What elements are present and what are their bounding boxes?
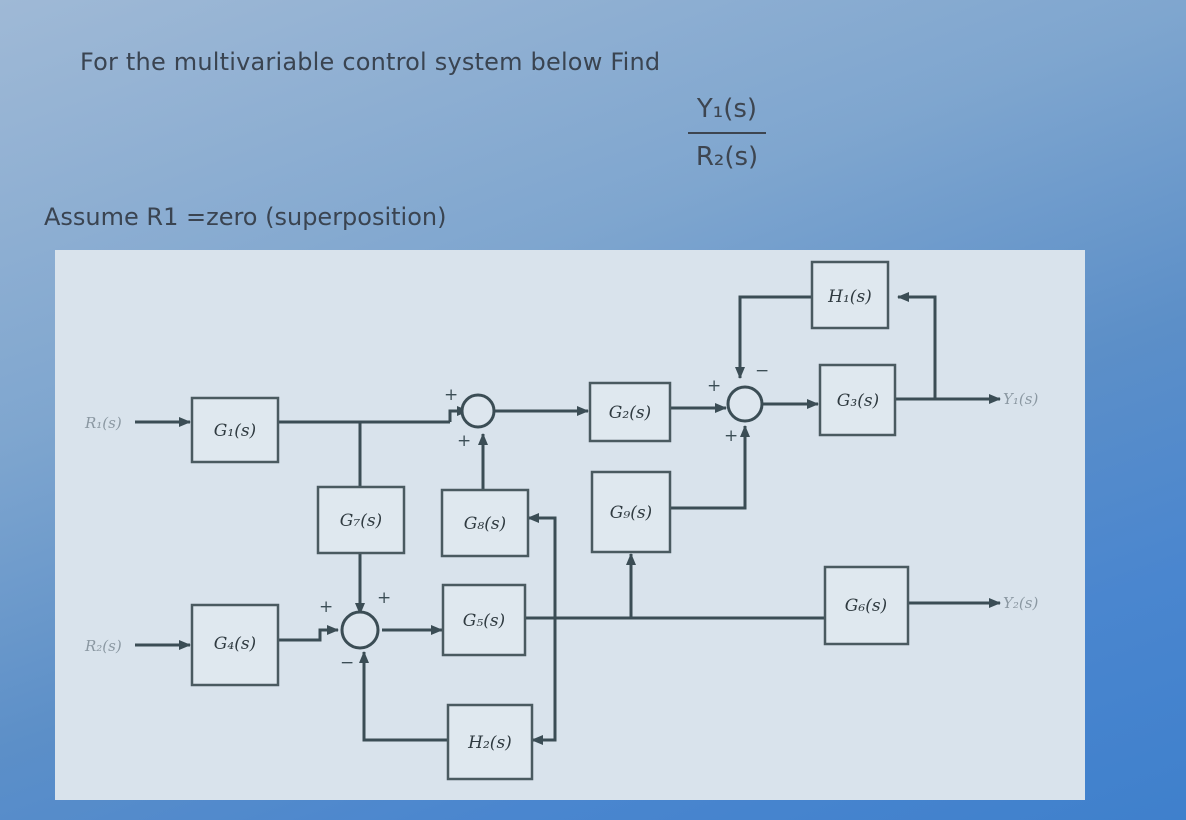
label-g7: G₇(s): [340, 511, 382, 531]
fraction-denominator: R₂(s): [695, 142, 759, 172]
label-y1: Y₁(s): [1003, 390, 1038, 408]
label-g6: G₆(s): [845, 596, 887, 616]
label-h1: H₁(s): [827, 287, 872, 307]
sign-s3-left: +: [319, 597, 333, 617]
label-h2: H₂(s): [467, 733, 512, 753]
block-g5: [441, 583, 527, 657]
sign-s1-left: +: [444, 385, 458, 405]
wire-y1-h1: [897, 292, 937, 399]
wire-g9-s2: [670, 425, 750, 510]
assumption-text: Assume R1 =zero (superposition): [44, 203, 447, 231]
block-g7: [316, 485, 406, 555]
sign-s3-bottom: −: [340, 653, 354, 673]
block-g6: [823, 565, 910, 646]
sign-s2-left: +: [707, 376, 721, 396]
label-g1: G₁(s): [214, 421, 256, 441]
label-r1: R₁(s): [84, 414, 122, 432]
wire-h1-s2: [735, 295, 812, 379]
block-g9: [590, 470, 672, 554]
block-g1: [190, 396, 280, 464]
sign-s2-bottom: +: [724, 426, 738, 446]
wire-g4-s3: [278, 625, 339, 642]
label-g5: G₅(s): [463, 611, 505, 631]
summing-junction-2: [726, 385, 764, 423]
block-g2: [588, 381, 672, 443]
block-g4: [190, 603, 280, 687]
block-g8: [440, 488, 530, 558]
block-h1: [810, 260, 890, 330]
label-y2: Y₂(s): [1003, 594, 1038, 612]
summing-junction-3: [340, 610, 380, 650]
fraction-bar: [688, 132, 766, 134]
label-r2: R₂(s): [84, 637, 122, 655]
label-g8: G₈(s): [464, 514, 506, 534]
wire-trunk-h2: [531, 618, 557, 745]
sign-s1-bottom: +: [457, 431, 471, 451]
wire-trunk-g8: [527, 513, 557, 620]
block-g3: [818, 363, 897, 437]
sign-s2-top: −: [755, 361, 769, 381]
fraction-numerator: Y₁(s): [696, 94, 758, 124]
label-g3: G₃(s): [837, 391, 879, 411]
label-g9: G₉(s): [610, 503, 652, 523]
block-diagram-panel: [55, 250, 1085, 800]
question-text: For the multivariable control system bel…: [80, 48, 661, 76]
block-h2: [446, 703, 534, 781]
summing-junction-1: [460, 393, 496, 429]
wire-h2-s3: [359, 651, 448, 742]
transfer-function-fraction: Y₁(s) R₂(s): [688, 92, 766, 174]
label-g4: G₄(s): [214, 634, 256, 654]
label-g2: G₂(s): [609, 403, 651, 423]
sign-s3-top: +: [377, 588, 391, 608]
